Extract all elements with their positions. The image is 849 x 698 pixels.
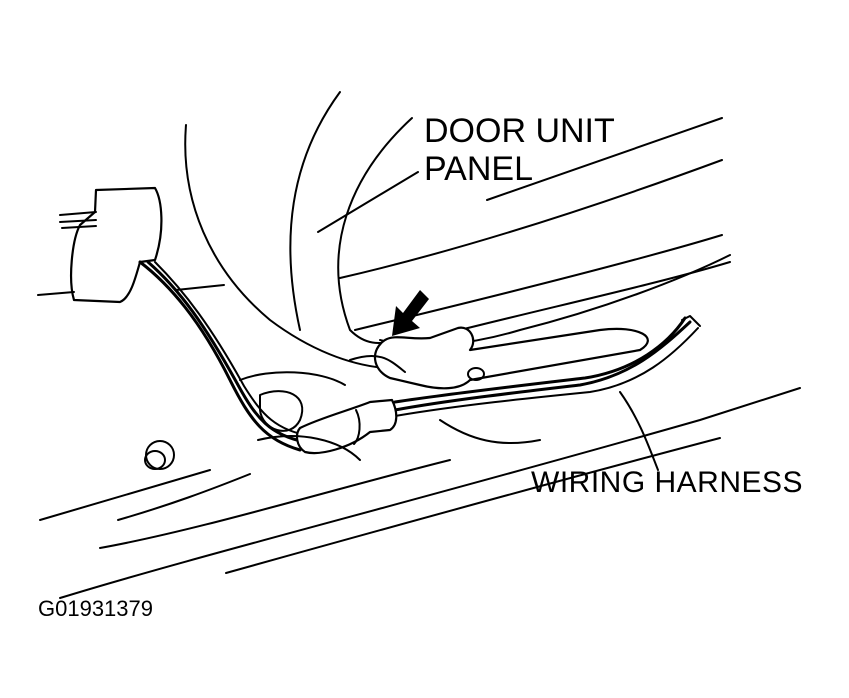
mounting-holes [144, 371, 541, 470]
door-unit-panel-leader [317, 171, 419, 233]
leader-lines [317, 171, 659, 471]
pointer-arrow-icon [392, 290, 429, 336]
left-connector [37, 186, 225, 304]
figure-id: G01931379 [38, 596, 153, 621]
panel-bracket [349, 326, 649, 390]
wiring-harness-leader [619, 391, 659, 471]
door-sill-lines [39, 387, 801, 599]
wiring-harness-label: WIRING HARNESS [531, 466, 804, 499]
harness-connector [295, 398, 398, 455]
door-unit-label-line1: DOOR UNIT [424, 112, 615, 150]
door-unit-label-line2: PANEL [424, 150, 533, 188]
